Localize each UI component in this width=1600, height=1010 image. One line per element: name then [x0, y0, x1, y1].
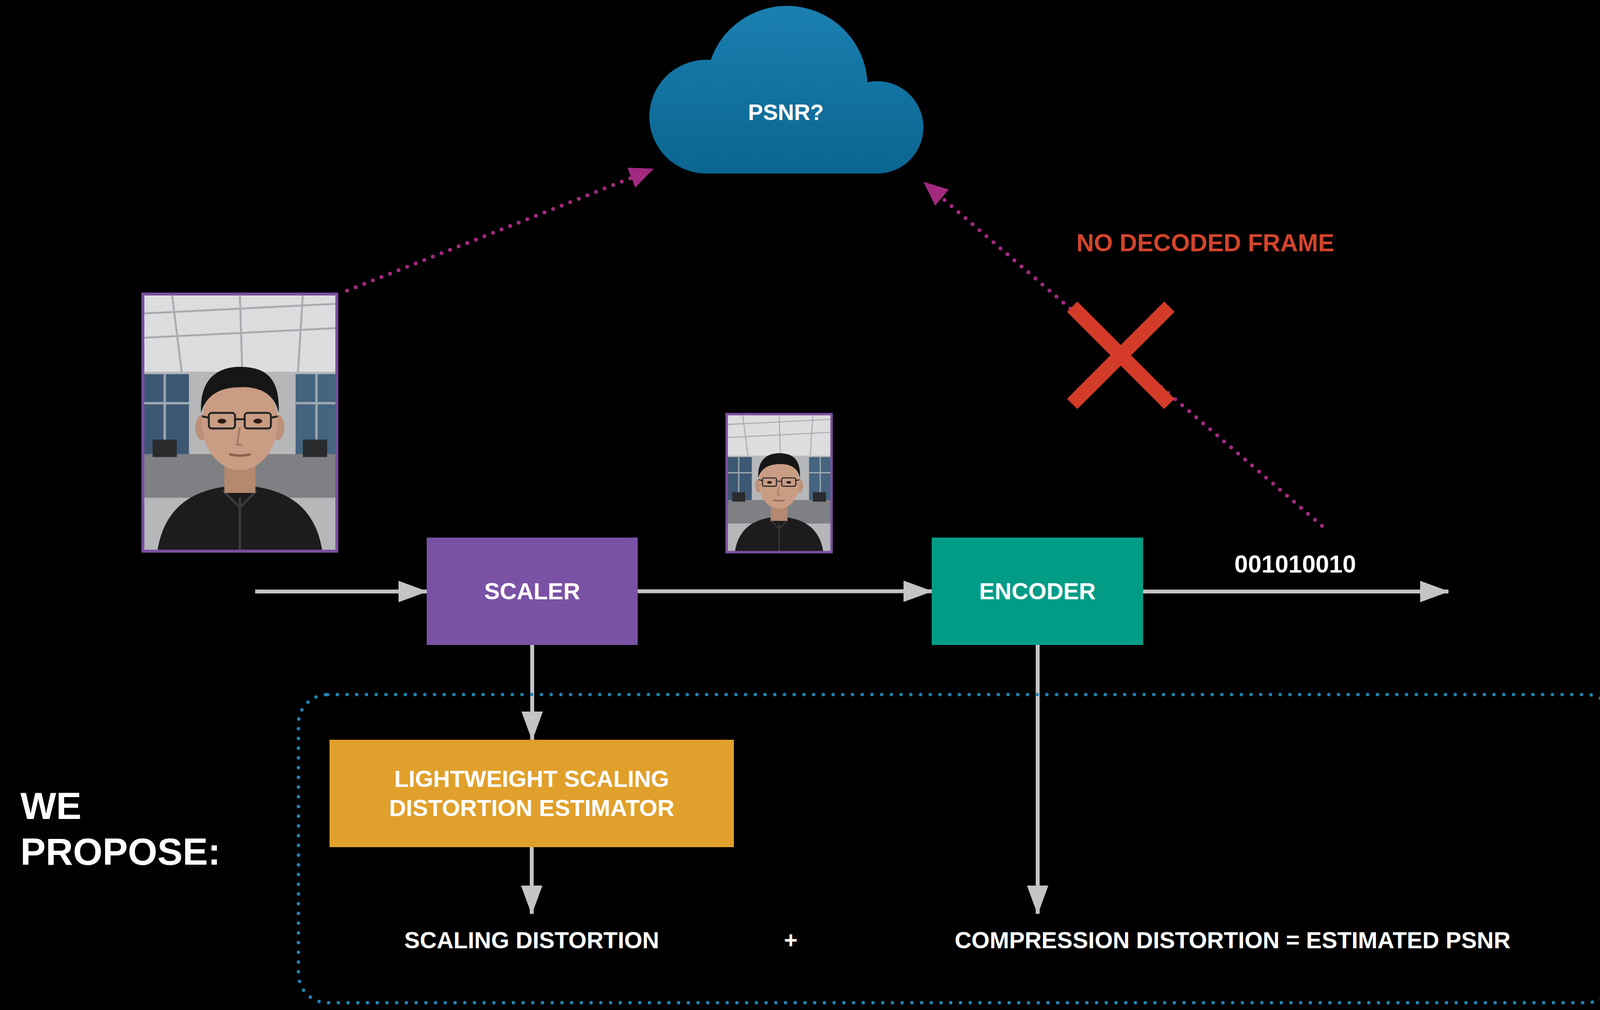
flow-arrow [530, 644, 535, 740]
region-border [298, 694, 1600, 1003]
photo-border [142, 294, 337, 552]
process-box: SCALER [426, 537, 638, 645]
cloud: PSNR? [648, 0, 924, 174]
heading-label: WE PROPOSE: [20, 782, 283, 875]
scaled-photo [727, 414, 832, 553]
bitstream-arrow [1143, 589, 1449, 594]
dotted-region-outline [295, 692, 1600, 1006]
flow-arrow [637, 589, 932, 594]
red-cross [1072, 306, 1170, 404]
label-text: COMPRESSION DISTORTION = ESTIMATED PSNR [954, 926, 1511, 954]
process-box: ENCODER [931, 537, 1144, 645]
bitstream-label: 001010010 [1234, 550, 1357, 579]
proposal-region: SCALING DISTORTION + COMPRESSION DISTORTIO… [295, 692, 1600, 1006]
label-text: LIGHTWEIGHT SCALING DISTORTION ESTIMATOR [348, 764, 715, 823]
leader-head [627, 167, 654, 188]
estimator-box: LIGHTWEIGHT SCALING DISTORTION ESTIMATOR [329, 739, 734, 848]
label-text: PSNR? [747, 99, 824, 126]
warning-label: NO DECODED FRAME [1076, 228, 1335, 258]
label-text: SCALER [484, 576, 580, 607]
photo-border [726, 414, 832, 553]
input-photo [142, 294, 337, 552]
label-text: ENCODER [978, 576, 1096, 607]
cloud-shape [648, 0, 924, 174]
output-arrow [1035, 644, 1040, 914]
input-arrow [255, 589, 427, 594]
label-text: + [783, 926, 798, 954]
output-arrow [529, 847, 534, 914]
label-text: SCALING DISTORTION [404, 926, 660, 954]
cloud-fill [649, 5, 924, 174]
leader-head [923, 181, 949, 206]
dotted-leader [347, 177, 632, 291]
